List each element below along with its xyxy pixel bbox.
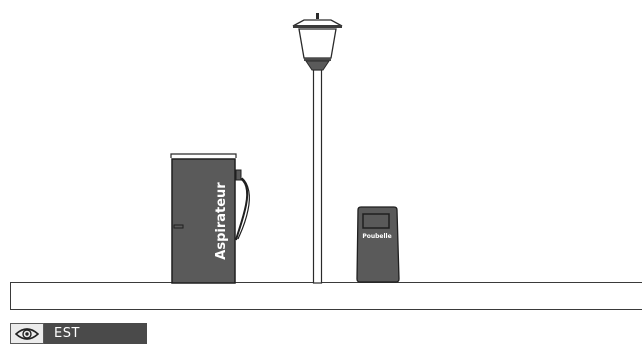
- trash-bin: Poubelle: [357, 207, 399, 282]
- bin-label: Poubelle: [362, 233, 391, 240]
- eye-icon[interactable]: [10, 323, 44, 344]
- view-label: EST: [44, 323, 80, 344]
- vacuum-station: Aspirateur: [171, 154, 249, 283]
- ground-strip: [11, 283, 642, 310]
- vacuum-label: Aspirateur: [214, 182, 229, 260]
- view-orientation-tag: EST: [10, 323, 147, 344]
- lamp-pole: [314, 70, 322, 283]
- bin-slot: [363, 214, 389, 228]
- street-lamp: [293, 13, 342, 283]
